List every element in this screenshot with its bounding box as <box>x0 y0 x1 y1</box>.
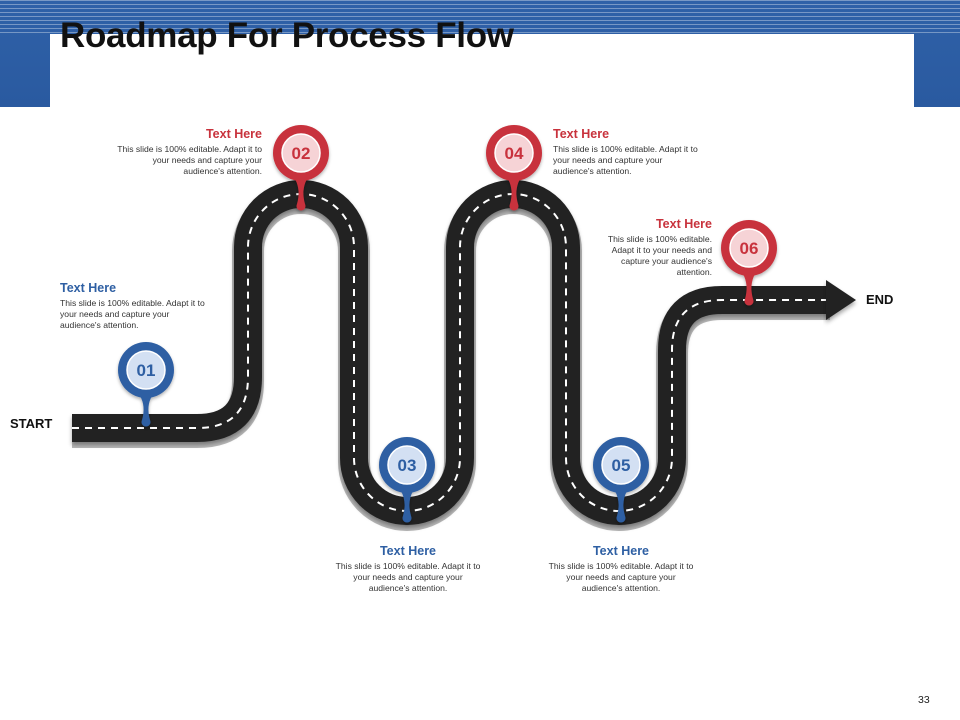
milestone-01-text: Text Here This slide is 100% editable. A… <box>60 281 210 331</box>
milestone-number: 05 <box>612 456 631 475</box>
pin-drop <box>140 396 152 427</box>
pin-inner-circle <box>281 133 321 173</box>
milestone-04-heading: Text Here <box>553 127 610 141</box>
pin-drop <box>615 491 627 523</box>
end-label: END <box>866 292 894 307</box>
pin-inner-circle <box>729 228 769 268</box>
milestone-pin-02: 02 <box>273 125 329 211</box>
milestone-03-heading: Text Here <box>379 544 437 558</box>
milestone-number: 02 <box>292 144 311 163</box>
milestone-pin-06: 06 <box>721 220 777 306</box>
milestone-01-body: This slide is 100% editable. Adapt it to… <box>60 298 205 330</box>
road-path <box>72 180 856 531</box>
milestone-06-body: This slide is 100% editable. Adapt it to… <box>607 234 712 277</box>
milestone-04-text: Text Here This slide is 100% editable. A… <box>553 127 703 177</box>
milestone-05-body: This slide is 100% editable. Adapt it to… <box>548 561 694 593</box>
milestone-pin-05: 05 <box>593 437 649 523</box>
slide-title: Roadmap For Process Flow <box>60 16 514 55</box>
milestone-02-heading: Text Here <box>205 127 262 141</box>
pin-drop <box>401 491 413 523</box>
milestone-number: 01 <box>137 361 156 380</box>
milestone-06-heading: Text Here <box>655 217 712 231</box>
milestone-pin-03: 03 <box>379 437 435 523</box>
milestone-pin-04: 04 <box>486 125 542 211</box>
milestone-05-text: Text Here This slide is 100% editable. A… <box>546 544 696 594</box>
milestone-06-text: Text Here This slide is 100% editable. A… <box>562 217 712 278</box>
milestone-number: 06 <box>740 239 759 258</box>
milestone-01-heading: Text Here <box>60 281 117 295</box>
pin-inner-circle <box>387 445 427 485</box>
start-label: START <box>10 416 53 431</box>
milestone-04-body: This slide is 100% editable. Adapt it to… <box>553 144 698 176</box>
title-panel <box>50 34 914 107</box>
pin-drop <box>508 179 520 211</box>
milestone-03-text: Text Here This slide is 100% editable. A… <box>333 544 483 594</box>
milestone-number: 03 <box>398 456 417 475</box>
page-number: 33 <box>918 694 930 706</box>
milestone-02-body: This slide is 100% editable. Adapt it to… <box>117 144 262 176</box>
header-stripes <box>0 0 960 34</box>
pin-inner-circle <box>601 445 641 485</box>
milestone-pins: 01 02 03 04 05 06 <box>118 125 777 523</box>
pin-drop <box>295 179 307 211</box>
milestone-03-body: This slide is 100% editable. Adapt it to… <box>335 561 481 593</box>
milestone-pin-01: 01 <box>118 342 174 427</box>
pin-inner-circle <box>494 133 534 173</box>
pin-drop <box>743 274 755 306</box>
milestone-02-text: Text Here This slide is 100% editable. A… <box>112 127 262 177</box>
milestone-05-heading: Text Here <box>592 544 650 558</box>
milestone-number: 04 <box>505 144 524 163</box>
pin-inner-circle <box>126 350 166 390</box>
